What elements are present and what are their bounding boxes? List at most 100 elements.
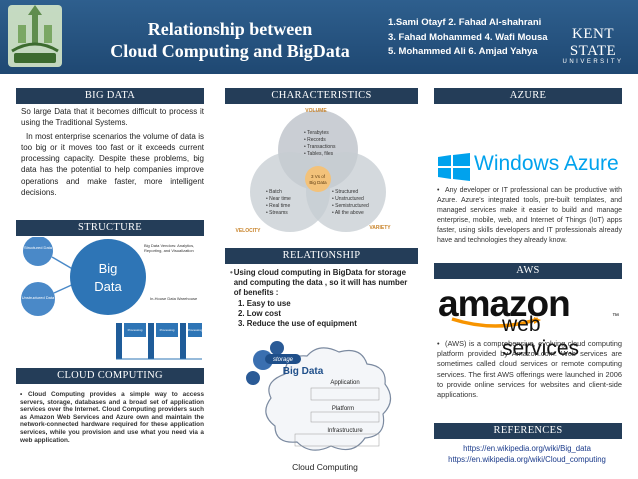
cloud-computing-text: Cloud Computing provides a simple way to… <box>20 391 204 444</box>
relationship-item: 2. Low cost <box>238 308 281 318</box>
kent-university-wordmark: UNIVERSITY <box>562 59 624 65</box>
big-data-center-line2: Data <box>94 279 122 294</box>
structured-data-circle <box>23 237 53 266</box>
trademark-symbol: ™ <box>612 313 619 320</box>
volume-item: • Tables, files <box>304 151 334 157</box>
structure-box-label: Processing <box>160 328 175 332</box>
volume-item: • Terabytes <box>304 130 329 136</box>
relationship-body: • Using cloud computing in BigData for s… <box>230 268 416 329</box>
three-vs-label-line2: Big Data <box>309 180 327 185</box>
volume-item: • Transactions <box>304 144 336 150</box>
title-line-2: Cloud Computing and BigData <box>110 41 350 61</box>
structure-column <box>116 323 122 359</box>
relationship-item: 1. Easy to use <box>238 298 291 308</box>
cloud-shape <box>265 347 392 451</box>
reference-link[interactable]: https://en.wikipedia.org/wiki/Big_data <box>463 444 591 453</box>
aws-heading: AWS <box>434 263 622 279</box>
big-data-center-line1: Big <box>99 261 118 276</box>
velocity-item: • Streams <box>266 210 288 216</box>
vendors-label-2: Reporting, and Visualization <box>144 248 194 253</box>
azure-text: Any developer or IT professional can be … <box>437 187 622 244</box>
platform-tier <box>310 411 380 423</box>
relationship-heading: RELATIONSHIP <box>225 248 418 264</box>
big-data-logo-label: Big Data <box>283 366 324 377</box>
structured-data-label: Structured Data <box>24 245 53 250</box>
amazon-smile-icon <box>451 317 541 328</box>
storage-label: storage <box>273 357 294 363</box>
volume-item: • Records <box>304 137 326 143</box>
variety-item: • Structured <box>332 189 358 195</box>
big-data-paragraph: In most enterprise scenarios the volume … <box>21 131 204 198</box>
author-line: 1.Sami Otayf 2. Fahad Al-shahrani <box>388 17 542 28</box>
platform-label: Platform <box>332 406 354 412</box>
structure-box-label: Processing <box>188 328 203 332</box>
big-data-center-circle <box>70 239 146 315</box>
kent-state-logo: KENT STATE UNIVERSITY <box>553 26 633 65</box>
velocity-item: • Real time <box>266 203 290 209</box>
cloud-computing-diagram: storage Big Data Application Platform In… <box>246 341 392 472</box>
infrastructure-label: Infrastructure <box>327 428 363 434</box>
variety-item: • Unstructured <box>332 196 364 202</box>
university-logo <box>8 5 62 67</box>
application-tier <box>310 387 380 401</box>
structure-column <box>180 323 186 359</box>
poster-title: Relationship between Cloud Computing and… <box>90 18 370 62</box>
velocity-item: • Near time <box>266 196 291 202</box>
storage-badge <box>265 354 301 364</box>
bullet-icon: • <box>230 268 233 277</box>
infrastructure-tier <box>294 433 380 447</box>
variety-item: • All the above <box>332 210 364 216</box>
structure-column <box>148 323 154 359</box>
windows-azure-wordmark: Windows Azure <box>474 152 619 175</box>
azure-heading: AZURE <box>434 88 622 104</box>
azure-body: •Any developer or IT professional can be… <box>437 186 622 246</box>
application-label: Application <box>330 380 359 386</box>
vendors-label-1: Big Data Vendors: Analytics, <box>144 243 194 248</box>
three-vs-venn-diagram: VOLUME VELOCITY VARIETY • Terabytes • Re… <box>235 108 391 234</box>
windows-azure-logo: Windows Azure <box>438 150 622 184</box>
author-line: 5. Mohammed Ali 6. Amjad Yahya <box>388 46 538 57</box>
variety-item: • Semistructured <box>332 203 369 209</box>
amazon-web-services-logo: amazon web services ™ <box>434 283 622 360</box>
velocity-label: VELOCITY <box>235 228 261 234</box>
structure-box <box>156 323 178 337</box>
amazon-wordmark: amazon <box>438 283 571 324</box>
title-line-1: Relationship between <box>147 19 313 39</box>
warehouse-label: In-House Data Warehouse <box>150 296 198 301</box>
aws-text: (AWS) is a comprehensive, evolving cloud… <box>437 339 622 400</box>
structure-diagram: Structured Data Unstructured Data Big Da… <box>21 237 203 360</box>
cloud-computing-caption: Cloud Computing <box>292 462 358 472</box>
references-list: https://en.wikipedia.org/wiki/Big_data h… <box>432 443 622 465</box>
relationship-intro: Using cloud computing in BigData for sto… <box>233 268 408 298</box>
characteristics-heading: CHARACTERISTICS <box>225 88 418 104</box>
author-list: 1.Sami Otayf 2. Fahad Al-shahrani 3. Fah… <box>388 16 548 60</box>
references-heading: REFERENCES <box>434 423 622 439</box>
cloud-computing-heading: CLOUD COMPUTING <box>16 368 204 384</box>
structure-heading: STRUCTURE <box>16 220 204 236</box>
structure-box <box>124 323 146 337</box>
structure-box <box>188 323 202 337</box>
cloud-node <box>246 371 260 385</box>
relationship-item: 3. Reduce the use of equipment <box>238 319 357 329</box>
bullet-icon: • <box>20 391 23 398</box>
bullet-icon: • <box>437 187 440 194</box>
big-data-heading: BIG DATA <box>16 88 204 104</box>
structure-box-label: Processing <box>128 328 143 332</box>
windows-icon <box>438 153 470 181</box>
aws-body: •(AWS) is a comprehensive, evolving clou… <box>437 339 622 400</box>
cloud-node <box>270 341 284 355</box>
variety-label: VARIETY <box>369 225 391 231</box>
bullet-icon: • <box>437 339 440 348</box>
reference-link[interactable]: https://en.wikipedia.org/wiki/Cloud_comp… <box>448 455 606 464</box>
big-data-paragraph: So large Data that it becomes difficult … <box>21 107 204 128</box>
three-vs-label-line1: 3 Vs of <box>311 174 326 179</box>
unstructured-data-circle <box>21 282 55 316</box>
volume-label: VOLUME <box>305 108 327 114</box>
cloud-computing-body: •Cloud Computing provides a simple way t… <box>20 391 204 444</box>
kent-state-wordmark: KENT STATE <box>569 26 617 59</box>
big-data-body: So large Data that it becomes difficult … <box>21 106 204 200</box>
three-vs-center <box>305 166 331 192</box>
web-services-wordmark: web services <box>502 313 580 360</box>
velocity-item: • Batch <box>266 189 282 195</box>
unstructured-data-label: Unstructured Data <box>22 295 55 300</box>
